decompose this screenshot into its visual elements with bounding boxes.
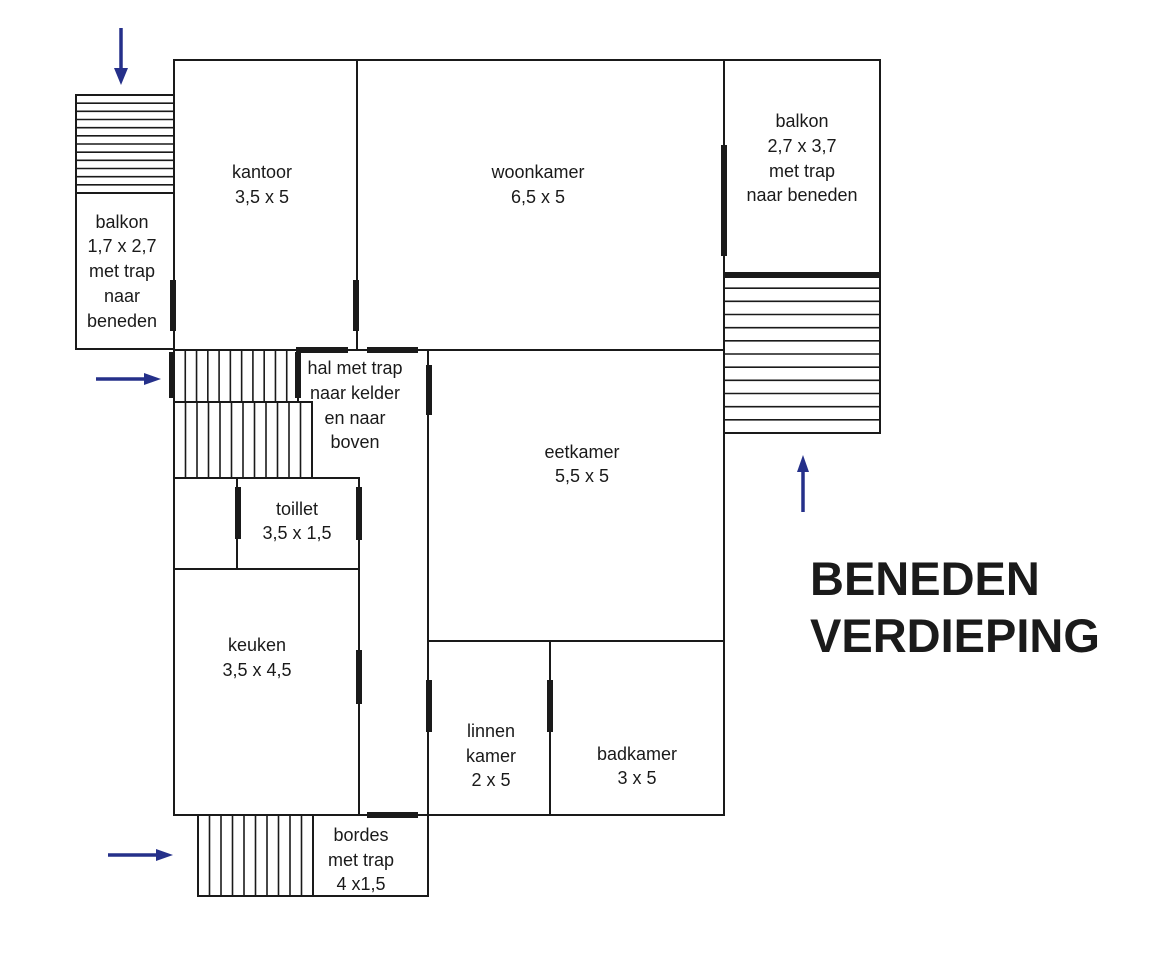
doors (169, 145, 880, 818)
arrow-up-icon (797, 455, 809, 512)
arrow-down-icon (114, 28, 128, 85)
room-keuken (173, 568, 360, 816)
room-eetkamer (427, 349, 725, 642)
stairs-hal-upper (173, 349, 299, 403)
room-badkamer (549, 640, 725, 816)
arrow-right-icon (108, 849, 173, 861)
room-balkon-left (75, 94, 175, 350)
entrance-arrows (96, 28, 809, 861)
stair-treads (76, 102, 880, 896)
arrow-right-icon (96, 373, 161, 385)
